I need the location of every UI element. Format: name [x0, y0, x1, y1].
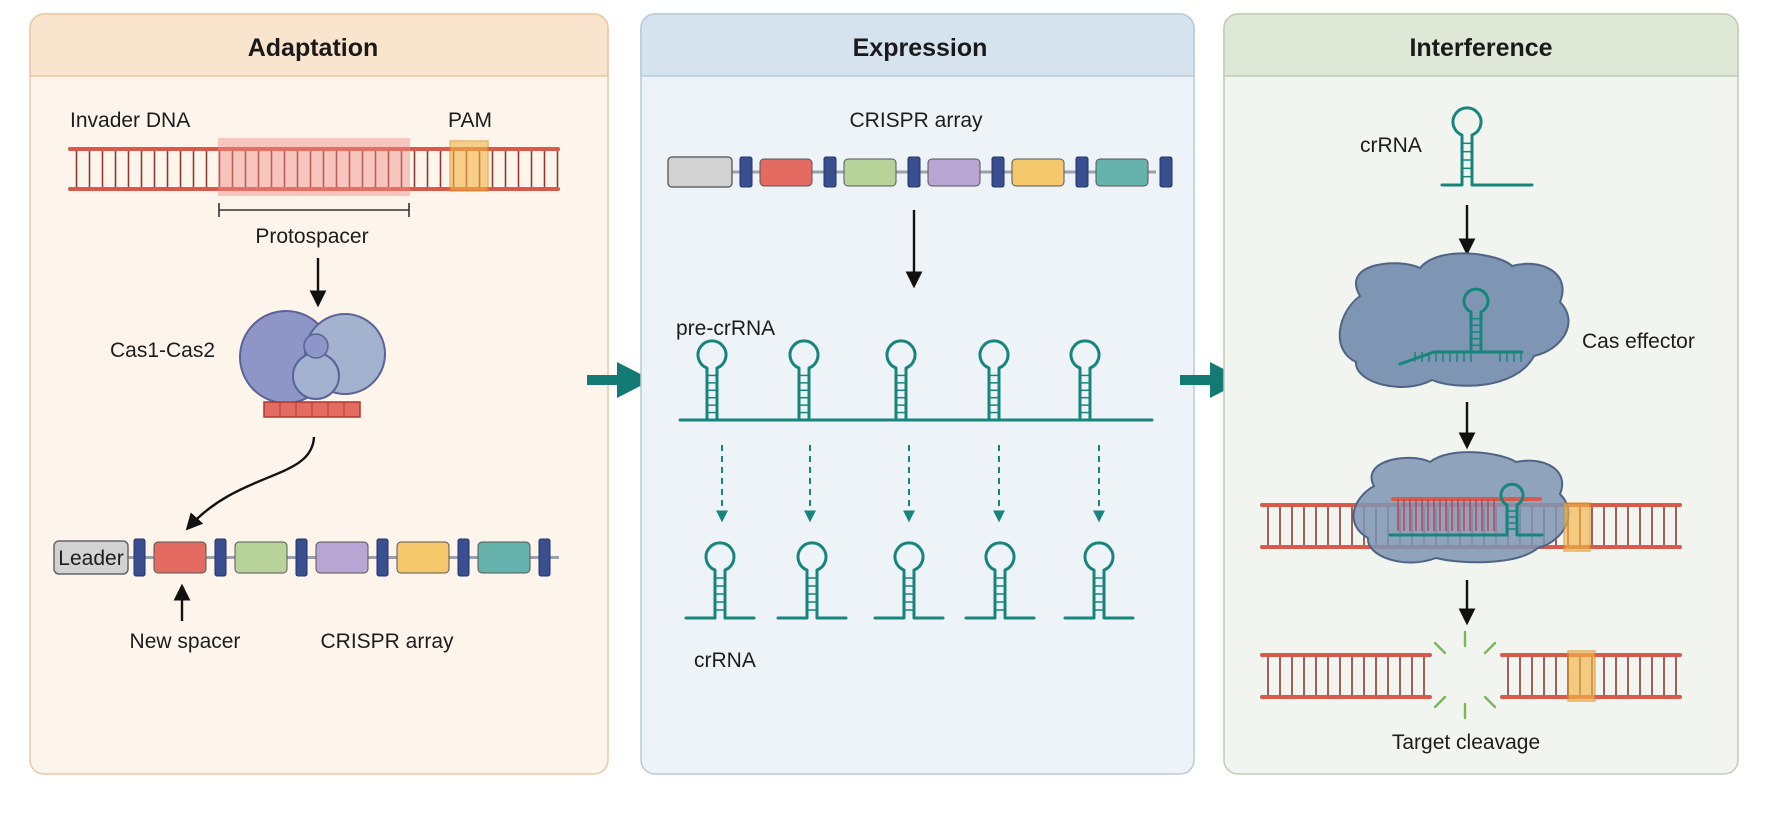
pam-box — [449, 140, 489, 192]
rna-hairpin — [788, 339, 820, 422]
leader-label: Leader — [58, 547, 123, 570]
cleaved-dna-left — [1260, 653, 1432, 699]
pre-crrna-label: pre-crRNA — [676, 317, 775, 340]
rna-hairpin — [776, 541, 848, 620]
spacer-block — [759, 158, 813, 187]
spacer-block — [396, 541, 450, 574]
repeat-block — [538, 538, 551, 577]
interference-title: Interference — [1409, 34, 1552, 62]
repeat-block — [1159, 156, 1173, 188]
rna-hairpin — [964, 541, 1036, 620]
rna-dna-hybrid — [1388, 482, 1544, 537]
mature-crrnas — [684, 541, 1135, 620]
pam-label: PAM — [448, 109, 492, 132]
rna-hairpin — [1462, 287, 1490, 354]
spacer-block — [1011, 158, 1065, 187]
protospacer-highlight — [218, 138, 410, 196]
repeat-block — [739, 156, 753, 188]
expression-crrna-label: crRNA — [694, 649, 756, 672]
rna-hairpin — [978, 339, 1010, 422]
expression-panel: Expression CRISPR array pre-crRNA crRNA — [640, 13, 1195, 775]
target-cleavage-label: Target cleavage — [1392, 731, 1540, 754]
effector-crrna-tail — [1398, 350, 1524, 366]
new-spacer-label: New spacer — [130, 630, 241, 653]
rna-hairpin — [873, 541, 945, 620]
spacer-block — [234, 541, 288, 574]
interference-panel: Interference crRNA Cas effector Target c — [1223, 13, 1739, 775]
insertion-arrow — [185, 436, 316, 531]
repeat-block — [376, 538, 389, 577]
repeat-block — [991, 156, 1005, 188]
adaptation-array-label: CRISPR array — [320, 630, 454, 653]
leader-box — [53, 540, 129, 575]
rna-hairpin — [1063, 541, 1135, 620]
repeat-block — [133, 538, 146, 577]
spacer-fragment — [263, 401, 361, 418]
expression-array-label: CRISPR array — [849, 109, 983, 132]
rna-hairpin — [1069, 339, 1101, 422]
cas1-cas2-complex — [239, 310, 386, 404]
target-pam-box — [1563, 502, 1591, 552]
rna-hairpin — [1496, 482, 1544, 537]
rna-hairpin — [1440, 106, 1534, 187]
repeat-block — [214, 538, 227, 577]
protospacer-label: Protospacer — [255, 225, 368, 248]
repeat-block — [295, 538, 308, 577]
adaptation-title: Adaptation — [248, 34, 379, 62]
cleaved-pam-box — [1567, 650, 1596, 702]
repeat-block — [457, 538, 470, 577]
rna-hairpin — [885, 339, 917, 422]
spacer-block — [477, 541, 531, 574]
rna-hairpin — [696, 339, 728, 422]
repeat-block — [907, 156, 921, 188]
spacer-block — [927, 158, 981, 187]
spacer-block — [315, 541, 369, 574]
processing-arrows — [716, 445, 1105, 523]
guide-crrna — [1440, 106, 1534, 187]
spacer-block — [153, 541, 207, 574]
effector-dna-complex — [1352, 451, 1570, 564]
invader-dna-label: Invader DNA — [70, 109, 190, 132]
adaptation-crispr-array — [128, 538, 559, 577]
expression-title: Expression — [853, 34, 988, 62]
leader-block — [667, 156, 733, 188]
cas1-cas2-label: Cas1-Cas2 — [110, 339, 215, 362]
effector-bound-crrna — [1398, 287, 1524, 366]
spacer-block — [843, 158, 897, 187]
protospacer-bracket — [218, 203, 410, 217]
expression-crispr-array — [667, 156, 1173, 188]
spacer-block — [1095, 158, 1149, 187]
cleavage-burst — [1433, 630, 1497, 720]
interference-crrna-label: crRNA — [1360, 134, 1422, 157]
stage-arrow-1 — [587, 362, 652, 398]
repeat-block — [1075, 156, 1089, 188]
adaptation-panel: Adaptation Invader DNA PAM Protospacer C… — [29, 13, 609, 775]
cas-effector-label: Cas effector — [1582, 330, 1695, 353]
repeat-block — [823, 156, 837, 188]
pre-crrna — [678, 339, 1154, 422]
rna-hairpin — [684, 541, 756, 620]
